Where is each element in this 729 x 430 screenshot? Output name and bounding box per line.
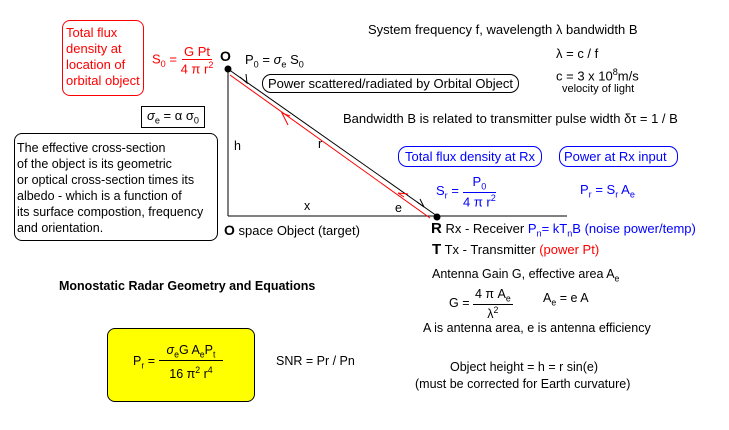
sigma-box: σe = α σ0: [141, 106, 205, 128]
scattered-power-label: Power scattered/radiated by Orbital Obje…: [262, 74, 519, 93]
label-x: x: [304, 199, 311, 213]
flux-line: density at: [66, 41, 122, 56]
rx-flux-box: Total flux density at Rx: [398, 146, 543, 167]
rx-power-box: Power at Rx input: [559, 146, 678, 167]
antenna-line: Antenna Gain G, effective area Ae: [432, 267, 620, 284]
transmitter-line: T Tx - Transmitter (power Pt): [432, 241, 600, 258]
range-line-return: [229, 74, 431, 219]
arrow-outgoing-bottom: [416, 198, 425, 208]
description-box: [14, 133, 218, 241]
arrow-return-bottom: [397, 192, 409, 198]
c-equation: c = 3 x 108m/s: [556, 67, 639, 84]
system-frequency-line: System frequency f, wavelength λ bandwid…: [368, 22, 638, 37]
curvature-line: (must be corrected for Earth curvature): [415, 377, 631, 391]
receiver-line: R Rx - Receiver Pn= kTnB (noise power/te…: [431, 220, 696, 239]
flux-line: orbital object: [66, 73, 140, 88]
p0-formula: P0 = σe S0: [245, 52, 304, 70]
flux-line: Total flux: [66, 25, 118, 40]
label-h: h: [234, 139, 241, 153]
range-line-outgoing: [227, 68, 438, 217]
diagram-title: Monostatic Radar Geometry and Equations: [59, 279, 316, 293]
radar-dot: [433, 213, 441, 221]
flux-density-box: [62, 20, 144, 96]
bandwidth-line: Bandwidth B is related to transmitter pu…: [343, 111, 678, 126]
arrow-return-mid: [280, 112, 291, 126]
label-r: r: [318, 137, 323, 151]
orbital-object-dot: [224, 65, 232, 73]
antenna-area-line: A is antenna area, e is antenna efficien…: [423, 321, 651, 335]
object-height-line: Object height = h = r sin(e): [450, 360, 598, 374]
snr-equation: SNR = Pr / Pn: [276, 354, 355, 368]
ae-formula: Ae = e A: [543, 291, 589, 308]
point-o-label: O: [220, 48, 231, 64]
arrow-outgoing-top: [239, 73, 248, 85]
flux-density-text: Total flux density at location of orbita…: [66, 25, 140, 89]
radar-equation-box: [107, 328, 255, 402]
velocity-label: velocity of light: [562, 83, 635, 95]
label-e: e: [395, 201, 402, 215]
pr-sr-formula: Pr = Sr Ae: [580, 182, 635, 200]
lambda-equation: λ = c / f: [556, 46, 599, 61]
object-label: O space Object (target): [224, 222, 360, 238]
flux-line: location of: [66, 57, 126, 72]
